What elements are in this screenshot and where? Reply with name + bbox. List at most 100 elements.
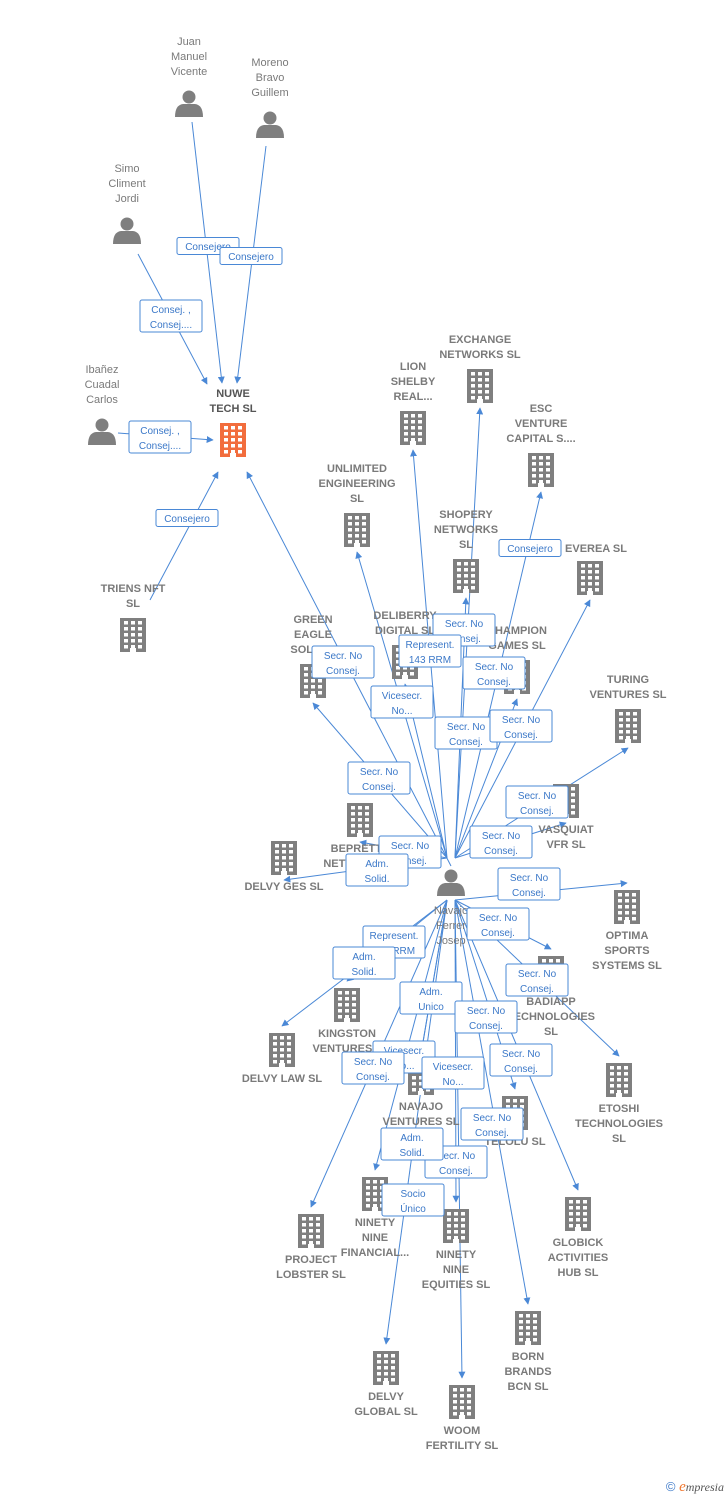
edge-label-navajo-navajov[interactable]: Adm.Unico [399, 981, 463, 1015]
person-icon [437, 869, 465, 896]
building-icon [615, 709, 641, 743]
edge-label-triens-nuwe[interactable]: Consejero [155, 509, 219, 527]
node-everea[interactable]: EVEREA SL [565, 543, 627, 595]
edge-label-box [505, 963, 569, 997]
building-icon [334, 988, 360, 1022]
edge-label-navajo-esc[interactable]: Consejero [498, 539, 562, 557]
edge-label-text: Represent. [406, 640, 455, 651]
node-label: DELIBERRY [373, 610, 437, 622]
node-label: Cuadal [85, 379, 120, 391]
edge-label-text: Consej. [439, 1166, 473, 1177]
edge-label-box [489, 709, 553, 743]
node-kingston[interactable]: KINGSTONVENTURES... [312, 988, 382, 1055]
edge-label-text: Secr. No [502, 1049, 541, 1060]
edge-label-text: Secr. No [510, 873, 549, 884]
edge-label-text: Adm. [365, 859, 388, 870]
node-label: Manuel [171, 51, 207, 63]
edge-label-navajo-navajov[interactable]: Vicesecr.No... [421, 1056, 485, 1090]
edge-label-navajo-delvyglobal[interactable]: Adm.Solid. [380, 1127, 444, 1161]
edge-label-text: Secr. No [482, 831, 521, 842]
node-label: TURING [607, 674, 649, 686]
node-label: EQUITIES SL [422, 1279, 491, 1291]
edge-label-navajo-deliberry[interactable]: Represent.143 RRM [398, 634, 462, 668]
building-icon [515, 1311, 541, 1345]
building-icon [344, 513, 370, 547]
edge-label-text: Secr. No [518, 969, 557, 980]
node-label: HUB SL [558, 1267, 599, 1279]
node-label: EVEREA SL [565, 543, 627, 555]
node-label: VFR SL [546, 839, 585, 851]
edge-label-text: Secr. No [437, 1151, 476, 1162]
edge-label-navajo-globick[interactable]: Secr. No Consej. [466, 907, 530, 941]
node-turing[interactable]: TURING VENTURES SL [589, 674, 667, 743]
node-lion[interactable]: LIONSHELBYREAL... [391, 361, 436, 445]
edge-label-box [497, 867, 561, 901]
edge-label-text: Consej.... [150, 320, 192, 331]
edge-label-text: Consej. [481, 928, 515, 939]
node-label: Juan [177, 36, 201, 48]
node-label: BEPRETTY [331, 843, 390, 855]
edge-label-text: Vicesecr. [384, 1046, 424, 1057]
node-label: VENTURES SL [589, 689, 666, 701]
building-icon [120, 618, 146, 652]
node-label: PROJECT [285, 1254, 337, 1266]
node-delvyges[interactable]: DELVY GES SL [244, 841, 324, 893]
empresia-brand[interactable]: © empresia [666, 1479, 724, 1496]
node-label: TRIENS NFT [101, 583, 166, 595]
edge-label-ibanez-nuwe[interactable]: Consej. ,Consej.... [128, 420, 192, 454]
edge-label-navajo-lion[interactable]: Vicesecr.No... [370, 685, 434, 719]
edge-label-navajo-delvyges[interactable]: Adm.Solid. [345, 853, 409, 887]
edge-label-simo-nuwe[interactable]: Consej. ,Consej.... [139, 299, 203, 333]
edge-navajo-born [454, 899, 531, 1305]
edge-label-text: Secr. No [502, 715, 541, 726]
edge-label-text: Consej. [356, 1072, 390, 1083]
edge-label-navajo-delvylaw[interactable]: Adm.Solid. [332, 946, 396, 980]
building-icon [373, 1351, 399, 1385]
brand-name: mpresia [685, 1480, 724, 1494]
node-delvylaw[interactable]: DELVY LAW SL [242, 1033, 323, 1085]
node-label: BRANDS [504, 1366, 551, 1378]
edge-label-text: Secr. No [479, 913, 518, 924]
node-label: VENTURES SL [382, 1116, 459, 1128]
edge-label-text: Consej. [326, 666, 360, 677]
edge-label-moreno-nuwe[interactable]: Consejero [219, 247, 283, 265]
edge-label-box [498, 539, 562, 557]
edge-label-box [469, 825, 533, 859]
node-label: NINETY [355, 1217, 396, 1229]
node-label: Carlos [86, 394, 118, 406]
